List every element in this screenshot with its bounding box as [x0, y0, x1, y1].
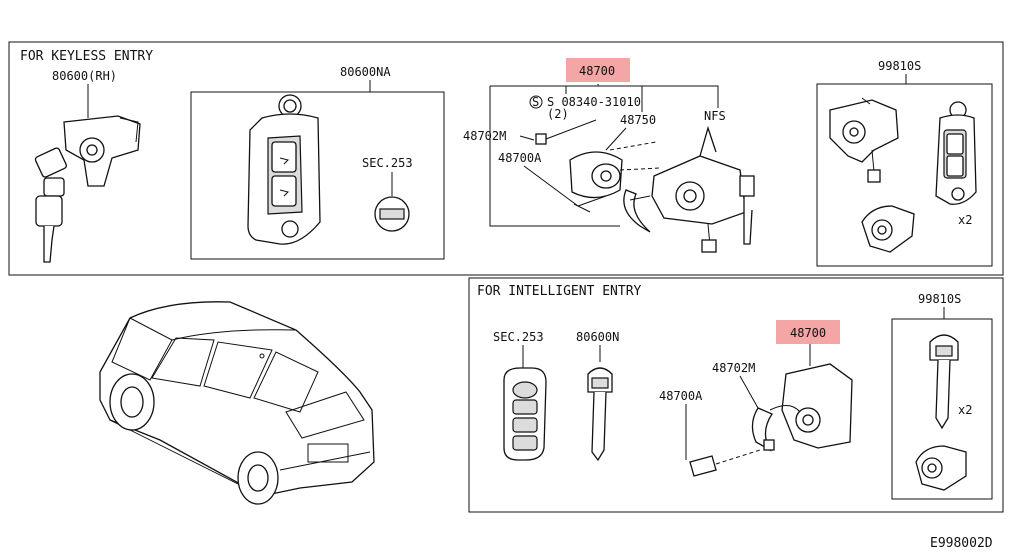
label-48702m-intelligent[interactable]: 48702M	[712, 361, 755, 375]
label-48700-keyless[interactable]: 48700	[579, 64, 615, 78]
label-99810s-intelligent[interactable]: 99810S	[918, 292, 961, 306]
diagram-code: E998002D	[930, 536, 993, 551]
label-08340-31010[interactable]: S 08340-31010	[547, 95, 641, 109]
label-sec-253-keyless[interactable]: SEC.253	[362, 156, 413, 170]
highlight-48700-intelligent	[776, 320, 840, 344]
cylinder-set-keyless-drawing	[829, 97, 977, 253]
key-fob-kit-box	[190, 91, 445, 260]
label-48702m-keyless[interactable]: 48702M	[463, 129, 506, 143]
label-48750[interactable]: 48750	[620, 113, 656, 127]
keyless-fob-drawing	[247, 94, 321, 245]
label-48700-intelligent[interactable]: 48700	[790, 326, 826, 340]
label-80600na[interactable]: 80600NA	[340, 65, 391, 79]
battery-cell-drawing	[374, 196, 410, 232]
steering-lock-keyless-drawing	[535, 119, 755, 253]
label-48700a-keyless[interactable]: 48700A	[498, 151, 542, 165]
key-cylinder-rh-drawing	[34, 115, 141, 263]
svg-text:S: S	[532, 95, 539, 109]
mechanical-key-drawing	[587, 367, 613, 462]
intelligent-section-title: FOR INTELLIGENT ENTRY	[477, 284, 642, 299]
bolt-ref-circle	[529, 95, 543, 109]
highlight-48700-keyless	[566, 58, 630, 82]
label-bolt-qty: (2)	[547, 107, 569, 121]
steering-lock-intelligent-drawing	[689, 363, 853, 477]
vehicle-illustration	[99, 301, 375, 505]
keyless-section-title: FOR KEYLESS ENTRY	[20, 49, 153, 64]
cylinder-set-intelligent-drawing	[915, 334, 967, 491]
label-48700a-intelligent[interactable]: 48700A	[659, 389, 703, 403]
label-sec-253-intelligent[interactable]: SEC.253	[493, 330, 544, 344]
cylinder-set-keyless-box	[816, 83, 993, 267]
keyless-section-frame	[8, 41, 1004, 276]
cylinder-set-intelligent-box	[891, 318, 993, 500]
label-qty-intelligent: x2	[958, 403, 972, 417]
label-80600n[interactable]: 80600N	[576, 330, 619, 344]
intelligent-fob-drawing	[503, 367, 547, 461]
label-qty-keyless: x2	[958, 213, 972, 227]
label-99810s-keyless[interactable]: 99810S	[878, 59, 921, 73]
label-80600-rh[interactable]: 80600(RH)	[52, 69, 117, 83]
label-nfs[interactable]: NFS	[704, 109, 726, 123]
intelligent-section-frame	[468, 277, 1004, 513]
